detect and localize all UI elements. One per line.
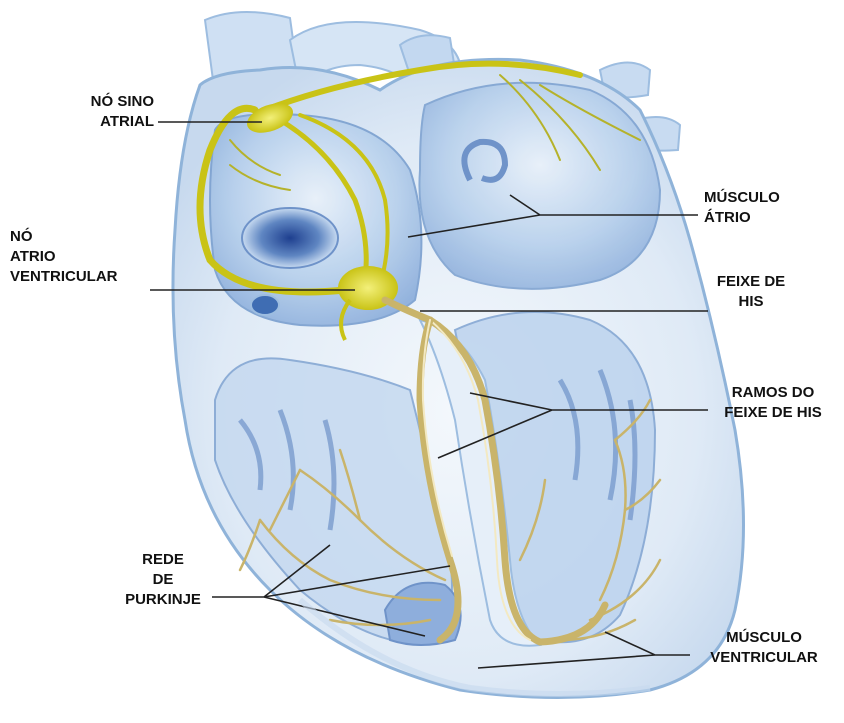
label-branches-line2: FEIXE DE HIS (706, 403, 840, 423)
label-sinoatrial-node: NÓ SINO ATRIAL (62, 92, 154, 132)
label-atrial-muscle-line2: ÁTRIO (704, 208, 780, 228)
label-ventricular-line1: MÚSCULO (697, 628, 831, 648)
label-his-line1: FEIXE DE (708, 272, 794, 292)
label-his-line2: HIS (708, 292, 794, 312)
label-av-line3: VENTRICULAR (10, 267, 118, 287)
label-atrioventricular-node: NÓ ATRIO VENTRICULAR (10, 227, 118, 287)
label-ventricular-muscle: MÚSCULO VENTRICULAR (697, 628, 831, 668)
label-purkinje-network: REDE DE PURKINJE (115, 550, 211, 610)
label-purkinje-line2: DE (115, 570, 211, 590)
coronary-sinus-opening (251, 295, 279, 315)
valve-opening (242, 208, 338, 268)
label-purkinje-line3: PURKINJE (115, 590, 211, 610)
label-av-line2: ATRIO (10, 247, 118, 267)
label-sinoatrial-line2: ATRIAL (62, 112, 154, 132)
label-branches-line1: RAMOS DO (706, 383, 840, 403)
left-atrium-chamber (419, 83, 660, 289)
label-bundle-branches: RAMOS DO FEIXE DE HIS (706, 383, 840, 423)
label-purkinje-line1: REDE (115, 550, 211, 570)
label-atrial-muscle-line1: MÚSCULO (704, 188, 780, 208)
label-bundle-of-his: FEIXE DE HIS (708, 272, 794, 312)
label-atrial-muscle: MÚSCULO ÁTRIO (704, 188, 780, 228)
label-sinoatrial-line1: NÓ SINO (62, 92, 154, 112)
label-ventricular-line2: VENTRICULAR (697, 648, 831, 668)
label-av-line1: NÓ (10, 227, 118, 247)
